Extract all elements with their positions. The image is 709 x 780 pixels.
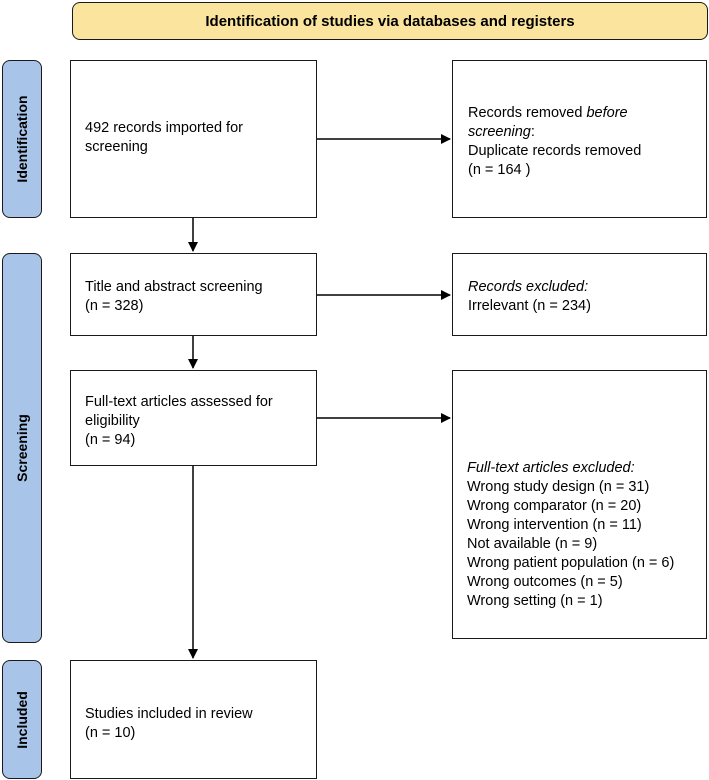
studies-included-box: Studies included in review (n = 10) — [70, 660, 317, 779]
exclusion-reason: Wrong setting (n = 1) — [467, 593, 603, 609]
records-removed-line1: Records removed before — [468, 105, 628, 121]
header-banner: Identification of studies via databases … — [72, 2, 708, 40]
title-abstract-line2: (n = 328) — [85, 298, 144, 314]
exclusion-reason: Wrong intervention (n = 11) — [467, 517, 642, 533]
stage-identification: Identification — [2, 60, 42, 218]
header-title: Identification of studies via databases … — [205, 12, 575, 30]
records-removed-line2: screening: — [468, 124, 535, 140]
fulltext-line2: eligibility — [85, 413, 140, 429]
studies-included-line1: Studies included in review — [85, 706, 253, 722]
title-abstract-box: Title and abstract screening (n = 328) — [70, 253, 317, 336]
title-abstract-line1: Title and abstract screening — [85, 279, 263, 295]
records-excluded-line2: Irrelevant (n = 234) — [468, 298, 591, 314]
records-excluded-box: Records excluded: Irrelevant (n = 234) — [452, 253, 707, 336]
fulltext-line1: Full-text articles assessed for — [85, 394, 273, 410]
records-imported-line2: screening — [85, 139, 148, 155]
records-removed-box: Records removed before screening: Duplic… — [452, 60, 707, 218]
records-imported-box: 492 records imported for screening — [70, 60, 317, 218]
fulltext-line3: (n = 94) — [85, 432, 136, 448]
stage-included: Included — [2, 660, 42, 779]
exclusion-reason: Wrong study design (n = 31) — [467, 479, 650, 495]
records-removed-line4: (n = 164 ) — [468, 162, 531, 178]
records-excluded-line1: Records excluded: — [468, 279, 589, 295]
fulltext-excluded-heading: Full-text articles excluded: — [467, 460, 635, 476]
records-imported-line1: 492 records imported for — [85, 120, 243, 136]
stage-screening: Screening — [2, 253, 42, 643]
fulltext-excluded-box: Full-text articles excluded: Wrong study… — [452, 370, 707, 639]
records-removed-line3: Duplicate records removed — [468, 143, 642, 159]
fulltext-assessed-box: Full-text articles assessed for eligibil… — [70, 370, 317, 466]
exclusion-reason: Not available (n = 9) — [467, 536, 598, 552]
exclusion-reason: Wrong outcomes (n = 5) — [467, 574, 623, 590]
exclusion-reason: Wrong comparator (n = 20) — [467, 498, 642, 514]
exclusion-reason: Wrong patient population (n = 6) — [467, 555, 675, 571]
studies-included-line2: (n = 10) — [85, 725, 136, 741]
